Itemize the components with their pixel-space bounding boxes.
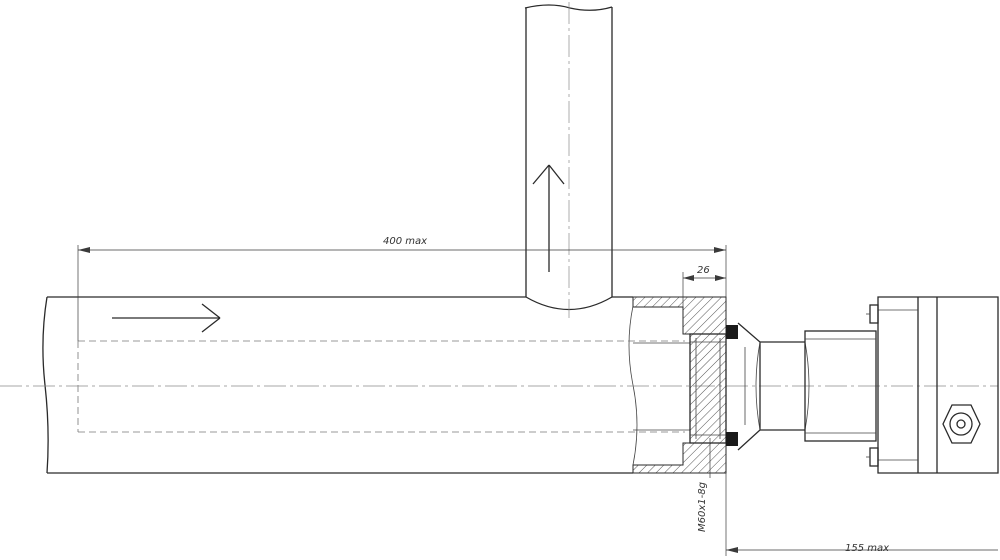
sensor-housing (866, 296, 999, 474)
flow-arrow-up-icon (532, 164, 565, 272)
threaded-fitting (689, 333, 727, 444)
cable-gland-icon (942, 404, 981, 444)
dimension-sensor: 155 max (725, 473, 998, 556)
flow-arrow-right-icon (112, 303, 221, 333)
seal-ring-top (726, 325, 738, 339)
probe-hidden-outline (77, 340, 685, 433)
dimension-length: 400 max (77, 236, 727, 341)
dimension-wall-depth: 26 (682, 265, 726, 307)
thread-label: M60x1-8g (697, 482, 708, 532)
dimension-wall-depth-label: 26 (697, 265, 710, 276)
welded-boss (632, 296, 727, 474)
main-pipe (42, 296, 690, 474)
dimension-length-label: 400 max (383, 236, 427, 247)
thread-callout: M60x1-8g (697, 438, 711, 532)
hex-nut (737, 322, 810, 451)
vertical-branch-pipe (524, 2, 613, 318)
dimension-sensor-label: 155 max (845, 543, 889, 554)
sensor-neck (804, 330, 877, 442)
seal-ring-bottom (726, 432, 738, 446)
